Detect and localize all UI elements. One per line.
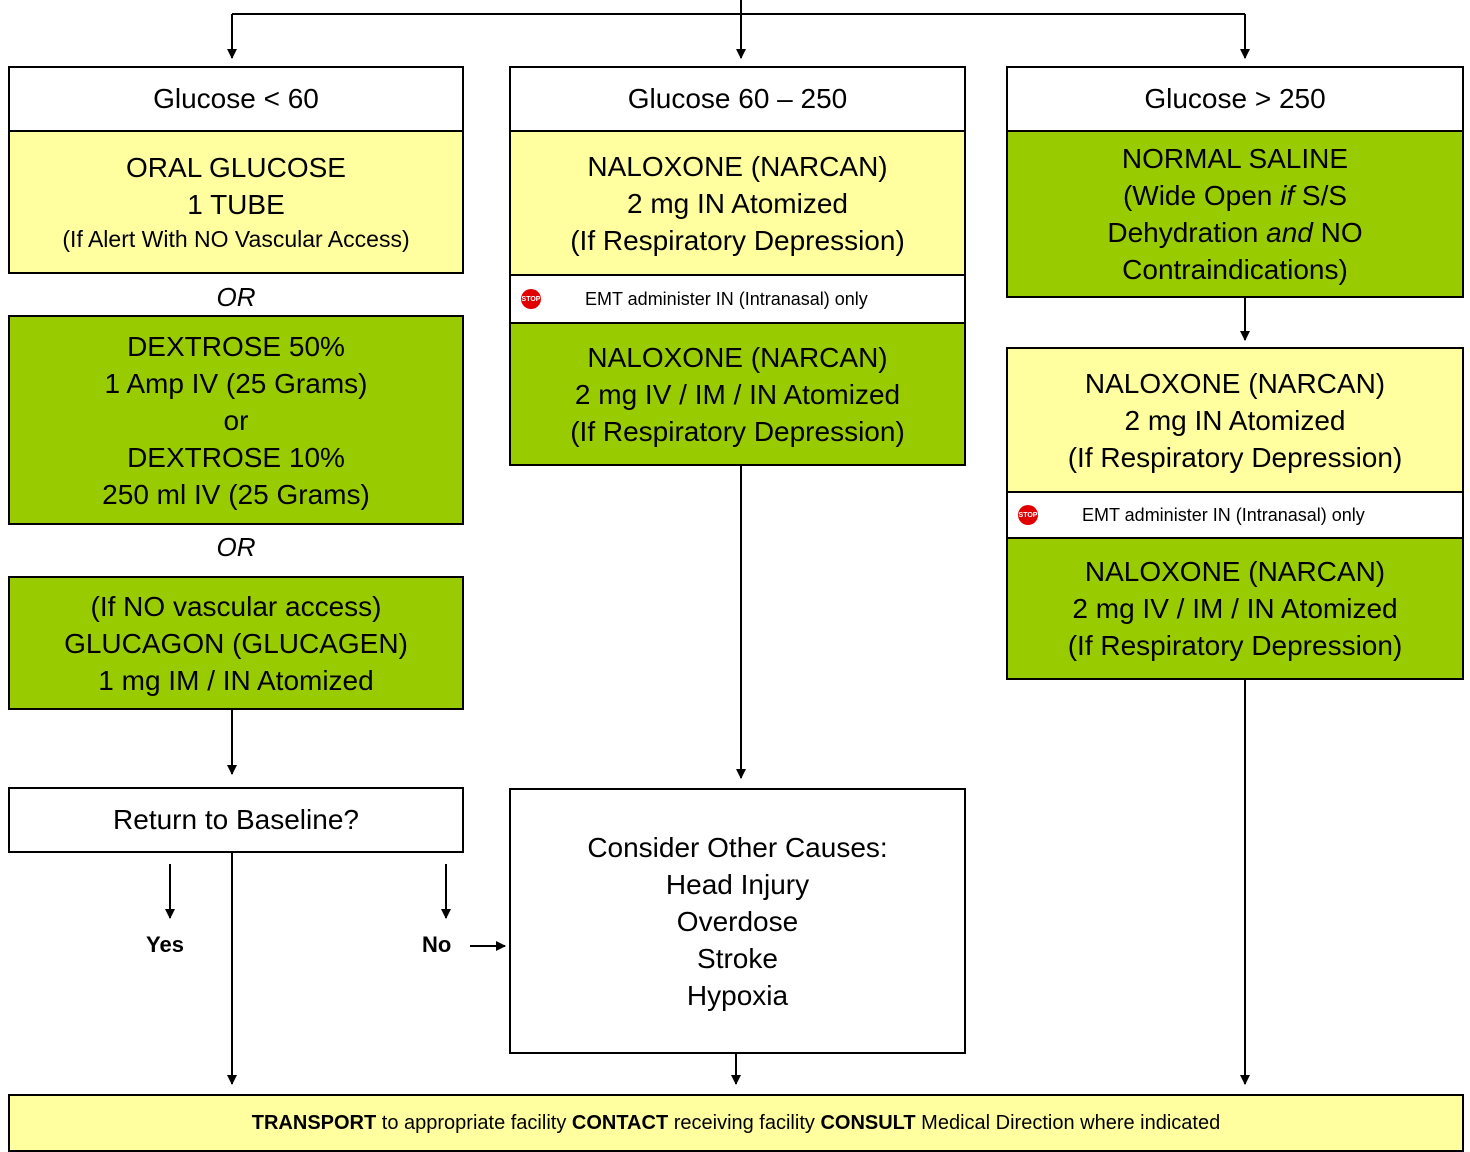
return-to-baseline-box: Return to Baseline? <box>8 787 464 853</box>
yes-label: Yes <box>146 932 184 957</box>
or-label-1: OR <box>216 282 256 312</box>
transport-text: to appropriate facility <box>376 1111 572 1134</box>
oral-glucose-box: ORAL GLUCOSE 1 TUBE (If Alert With NO Va… <box>8 130 464 274</box>
dextrose-line-3: or <box>223 404 249 436</box>
naloxone-iv-title-high: NALOXONE (NARCAN) <box>1084 556 1386 587</box>
saline-line-1: NORMAL SALINE <box>1121 143 1349 174</box>
consult-text: Medical Direction where indicated <box>915 1111 1221 1134</box>
naloxone-iv-condition: (If Respiratory Depression) <box>570 415 905 447</box>
stop-sign-icon: STOP <box>521 289 541 309</box>
glucose-low-header: Glucose < 60 <box>8 66 464 132</box>
oral-glucose-dose: 1 TUBE <box>187 189 285 220</box>
oral-glucose-title: ORAL GLUCOSE <box>126 152 346 183</box>
naloxone-iv-box-high: NALOXONE (NARCAN) 2 mg IV / IM / IN Atom… <box>1006 537 1464 680</box>
dextrose-line-4: DEXTROSE 10% <box>127 441 345 473</box>
saline-line-2: (Wide Open if S/S <box>1122 180 1348 211</box>
glucose-high-header: Glucose > 250 <box>1006 66 1464 132</box>
transport-keyword: TRANSPORT <box>251 1111 377 1134</box>
glucagon-line-2: GLUCAGON (GLUCAGEN) <box>64 627 408 659</box>
consult-keyword: CONSULT <box>820 1111 916 1134</box>
naloxone-in-box-high: NALOXONE (NARCAN) 2 mg IN Atomized (If R… <box>1006 347 1464 493</box>
dextrose-line-1: DEXTROSE 50% <box>127 330 345 362</box>
glucose-mid-header: Glucose 60 – 250 <box>509 66 966 132</box>
dextrose-line-5: 250 ml IV (25 Grams) <box>102 478 370 510</box>
naloxone-in-title: NALOXONE (NARCAN) <box>587 150 888 182</box>
glucose-high-label: Glucose > 250 <box>1144 83 1326 114</box>
emt-note-mid: STOP EMT administer IN (Intranasal) only <box>509 276 966 322</box>
naloxone-in-title-high: NALOXONE (NARCAN) <box>1084 367 1386 399</box>
naloxone-in-dose-high: 2 mg IN Atomized <box>1124 404 1346 436</box>
transport-box: TRANSPORT to appropriate facility CONTAC… <box>8 1094 1464 1152</box>
or-label-2: OR <box>216 532 256 562</box>
glucagon-box: (If NO vascular access) GLUCAGON (GLUCAG… <box>8 576 464 710</box>
naloxone-iv-dose: 2 mg IV / IM / IN Atomized <box>574 378 901 410</box>
emt-note-text-high: EMT administer IN (Intranasal) only <box>1082 504 1365 525</box>
dextrose-box: DEXTROSE 50% 1 Amp IV (25 Grams) or DEXT… <box>8 315 464 525</box>
other-causes-box: Consider Other Causes: Head Injury Overd… <box>509 788 966 1054</box>
emt-note-high: STOP EMT administer IN (Intranasal) only <box>1006 493 1464 537</box>
cause-overdose: Overdose <box>676 905 799 937</box>
contact-keyword: CONTACT <box>571 1111 669 1134</box>
dextrose-line-2: 1 Amp IV (25 Grams) <box>104 367 368 399</box>
normal-saline-box: NORMAL SALINE (Wide Open if S/S Dehydrat… <box>1006 130 1464 298</box>
oral-glucose-condition: (If Alert With NO Vascular Access) <box>62 226 410 252</box>
naloxone-iv-condition-high: (If Respiratory Depression) <box>1067 630 1403 661</box>
naloxone-in-condition-high: (If Respiratory Depression) <box>1067 441 1403 473</box>
cause-head-injury: Head Injury <box>665 868 810 900</box>
naloxone-in-box-mid: NALOXONE (NARCAN) 2 mg IN Atomized (If R… <box>509 130 966 276</box>
glucagon-line-3: 1 mg IM / IN Atomized <box>98 664 374 696</box>
naloxone-iv-title: NALOXONE (NARCAN) <box>587 341 888 373</box>
stop-sign-icon: STOP <box>1018 505 1038 525</box>
naloxone-iv-dose-high: 2 mg IV / IM / IN Atomized <box>1072 593 1398 624</box>
cause-hypoxia: Hypoxia <box>686 979 789 1011</box>
other-causes-title: Consider Other Causes: <box>587 831 888 863</box>
naloxone-in-dose: 2 mg IN Atomized <box>627 187 848 219</box>
contact-text: receiving facility <box>668 1111 821 1134</box>
naloxone-in-condition: (If Respiratory Depression) <box>570 224 905 256</box>
glucagon-line-1: (If NO vascular access) <box>90 590 382 622</box>
glucose-low-label: Glucose < 60 <box>153 83 319 114</box>
return-to-baseline-label: Return to Baseline? <box>113 804 359 835</box>
saline-line-4: Contraindications) <box>1122 254 1348 285</box>
cause-stroke: Stroke <box>697 942 778 974</box>
saline-line-3: Dehydration and NO <box>1107 217 1363 248</box>
naloxone-iv-box-mid: NALOXONE (NARCAN) 2 mg IV / IM / IN Atom… <box>509 322 966 466</box>
no-label: No <box>422 932 452 957</box>
glucose-mid-label: Glucose 60 – 250 <box>627 83 848 114</box>
emt-note-text: EMT administer IN (Intranasal) only <box>585 288 868 309</box>
